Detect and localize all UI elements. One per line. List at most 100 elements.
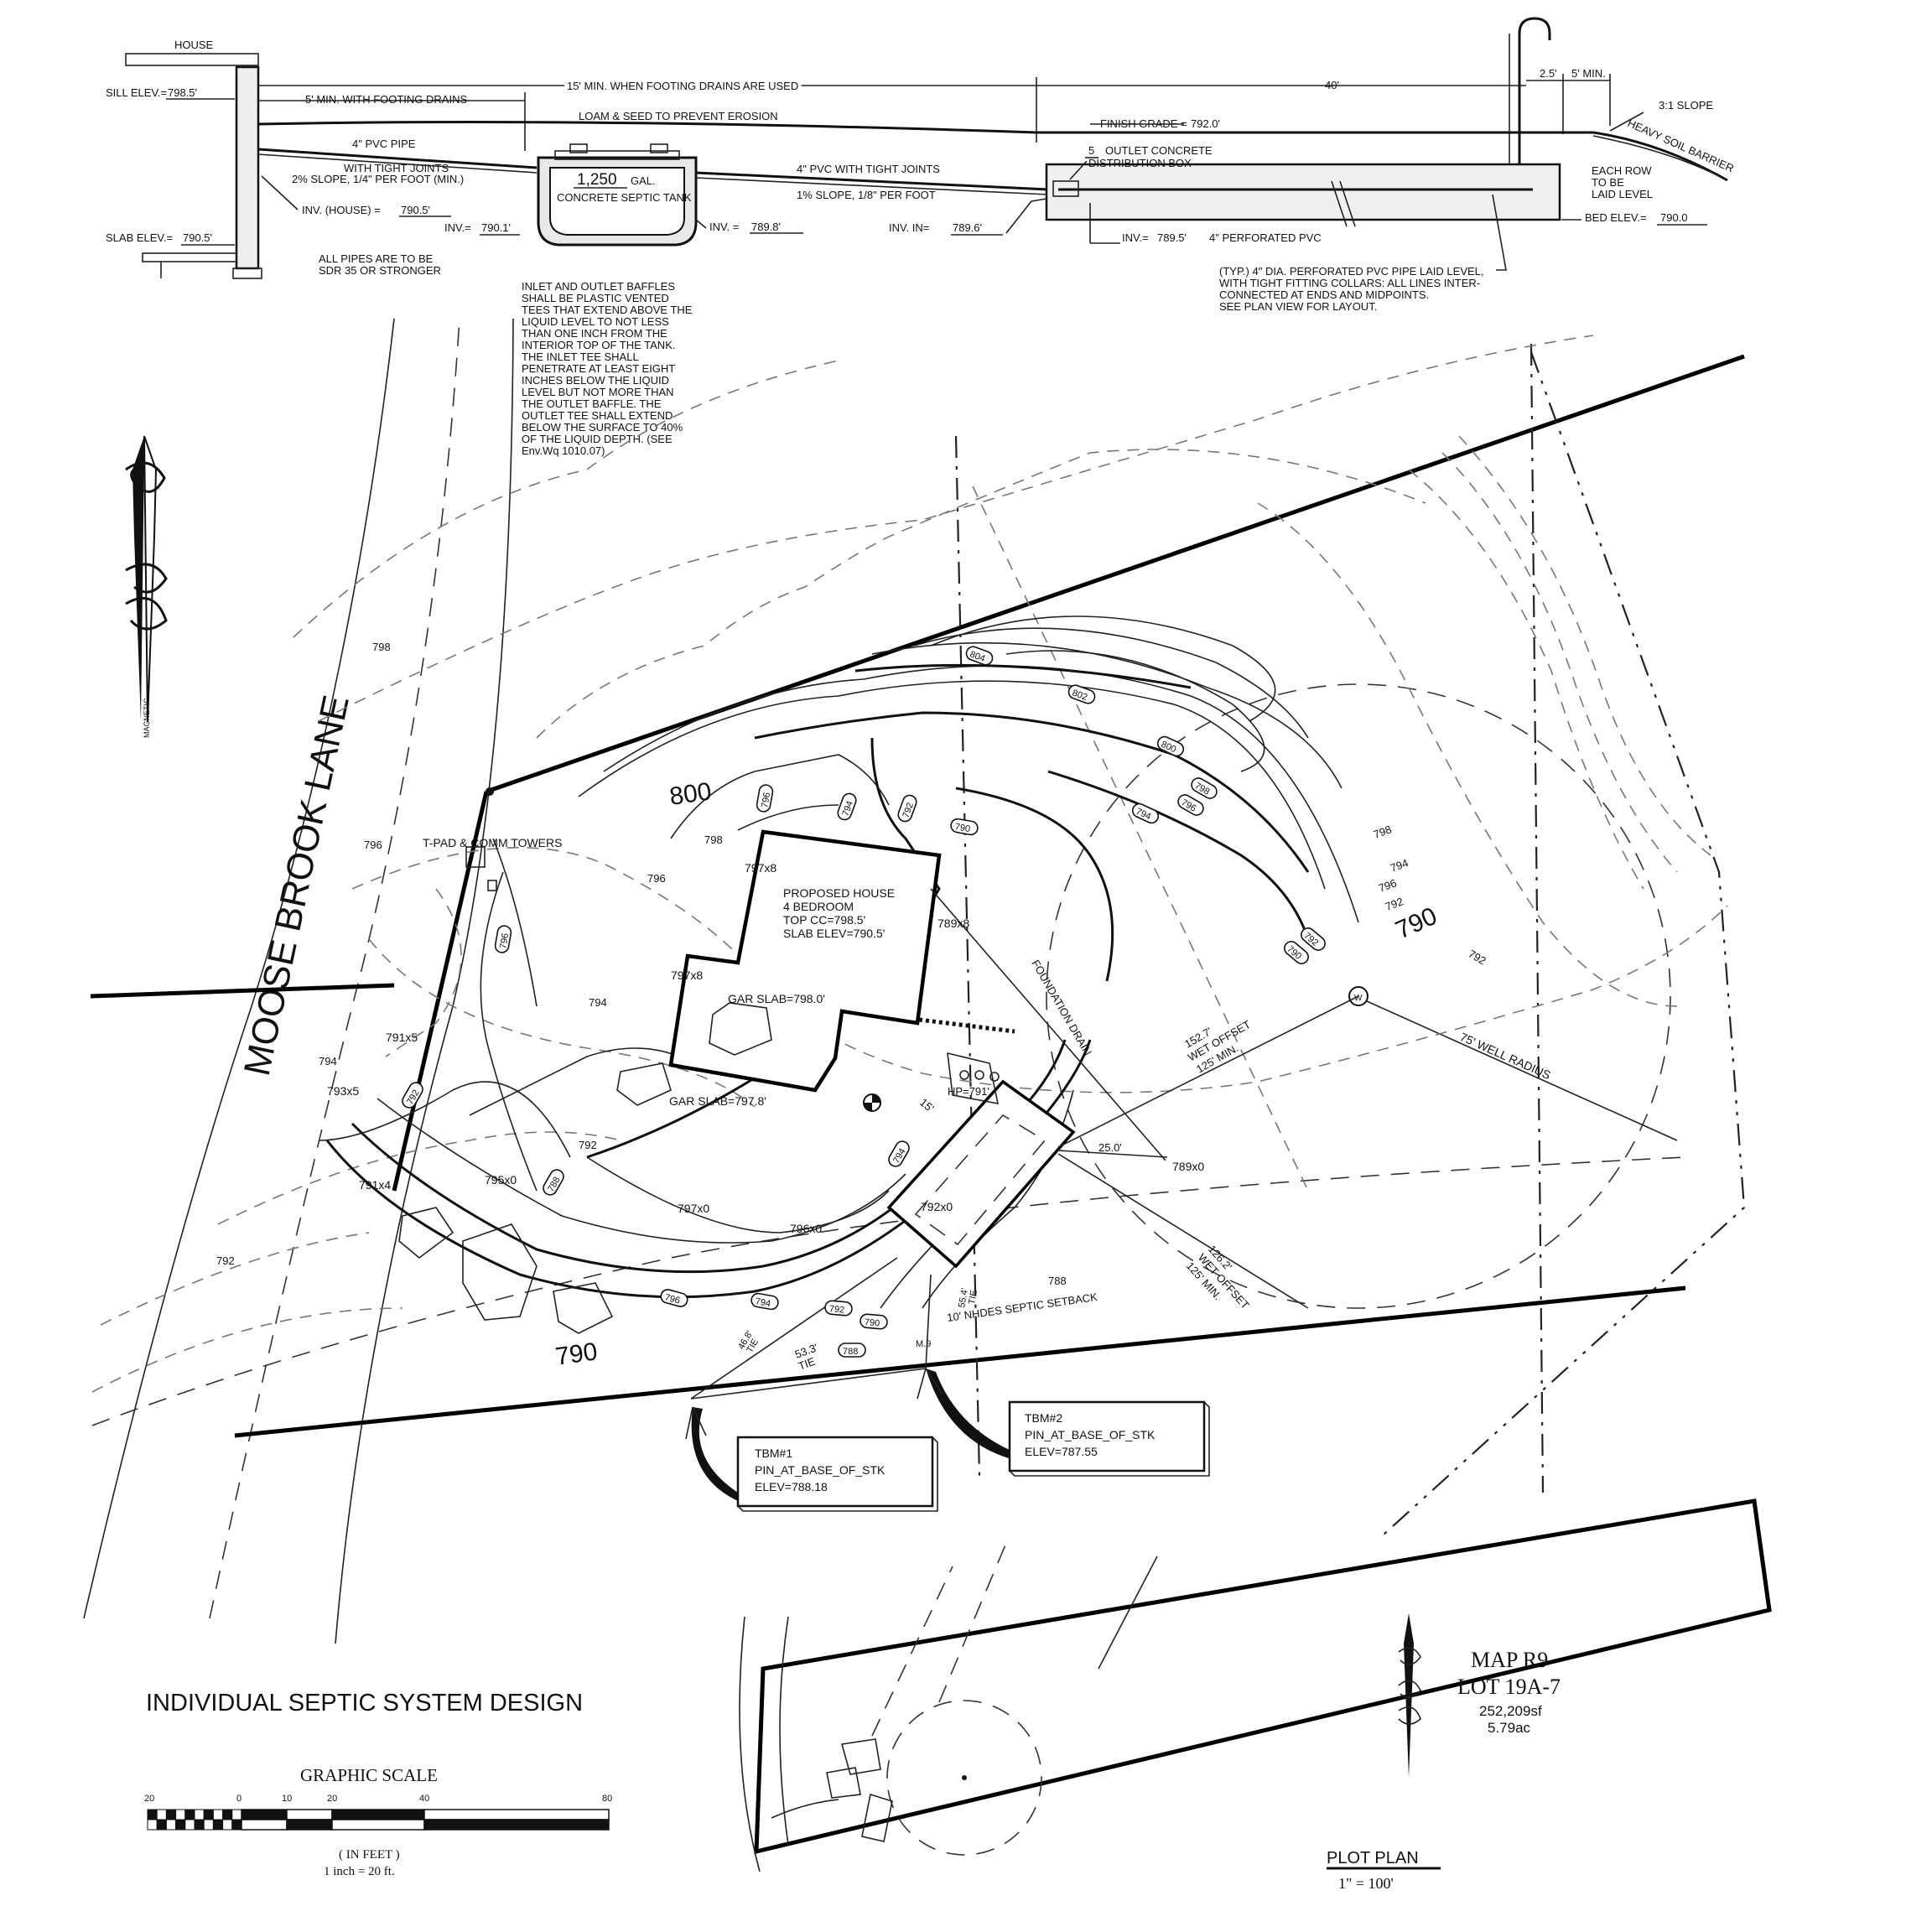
svg-text:TBM#2: TBM#2 bbox=[1025, 1411, 1062, 1425]
svg-text:798: 798 bbox=[1372, 823, 1394, 841]
svg-text:796: 796 bbox=[760, 792, 772, 808]
scale-segment bbox=[331, 1809, 425, 1820]
scale-segment bbox=[241, 1819, 288, 1831]
svg-text:1" = 100': 1" = 100' bbox=[1338, 1875, 1394, 1892]
plot-plan: MAP R9 LOT 19A-7 252,209sf 5.79ac PLOT P… bbox=[739, 1498, 1772, 1892]
svg-text:PLOT PLAN: PLOT PLAN bbox=[1327, 1849, 1419, 1867]
house-label: HOUSE bbox=[174, 39, 214, 51]
septic-bed bbox=[886, 1079, 1076, 1269]
svg-text:797x8: 797x8 bbox=[671, 969, 703, 982]
svg-text:PENETRATE AT LEAST EIGHT: PENETRATE AT LEAST EIGHT bbox=[522, 362, 675, 375]
boulder bbox=[553, 1282, 614, 1334]
boulder bbox=[462, 1223, 538, 1321]
svg-text:793x5: 793x5 bbox=[327, 1084, 359, 1098]
baffle-note: INLET AND OUTLET BAFFLES SHALL BE PLASTI… bbox=[522, 280, 693, 457]
svg-text:THAN ONE INCH FROM THE: THAN ONE INCH FROM THE bbox=[522, 327, 667, 340]
svg-text:DISTRIBUTION BOX: DISTRIBUTION BOX bbox=[1088, 157, 1192, 169]
svg-text:PROPOSED HOUSE: PROPOSED HOUSE bbox=[783, 886, 895, 900]
scale-cell bbox=[175, 1819, 186, 1831]
svg-text:GAL.: GAL. bbox=[631, 174, 656, 187]
svg-text:LIQUID LEVEL TO NOT LESS: LIQUID LEVEL TO NOT LESS bbox=[522, 315, 669, 328]
svg-text:789x8: 789x8 bbox=[937, 917, 969, 930]
svg-text:20: 20 bbox=[327, 1794, 337, 1804]
scale-segment bbox=[241, 1809, 288, 1820]
svg-text:TOP CC=798.5': TOP CC=798.5' bbox=[783, 913, 865, 927]
scale-cell bbox=[165, 1809, 177, 1820]
svg-text:796: 796 bbox=[647, 872, 666, 885]
svg-text:INLET AND OUTLET BAFFLES: INLET AND OUTLET BAFFLES bbox=[522, 280, 675, 293]
svg-text:796: 796 bbox=[498, 932, 511, 949]
svg-text:SHALL BE PLASTIC VENTED: SHALL BE PLASTIC VENTED bbox=[522, 292, 669, 304]
svg-text:794: 794 bbox=[840, 800, 855, 818]
tpad-box bbox=[465, 846, 486, 868]
svg-text:SLAB ELEV=790.5': SLAB ELEV=790.5' bbox=[783, 927, 885, 940]
svg-text:INV.=: INV.= bbox=[1122, 231, 1149, 244]
svg-text:792.0': 792.0' bbox=[1191, 117, 1220, 130]
scale-cell bbox=[203, 1819, 214, 1831]
svg-text:15' MIN. WHEN FOOTING DRAINS A: 15' MIN. WHEN FOOTING DRAINS ARE USED bbox=[567, 80, 798, 92]
road-centerline bbox=[209, 318, 460, 1619]
svg-text:LOAM & SEED TO PREVENT EROSION: LOAM & SEED TO PREVENT EROSION bbox=[579, 110, 778, 122]
svg-text:796x0: 796x0 bbox=[790, 1222, 822, 1235]
svg-text:798: 798 bbox=[704, 834, 723, 846]
scale-segment bbox=[286, 1809, 333, 1820]
road-name: MOOSE BROOK LANE bbox=[236, 692, 357, 1079]
scale-segment bbox=[331, 1819, 425, 1831]
svg-text:790: 790 bbox=[553, 1337, 599, 1371]
tbm1-box bbox=[736, 1436, 934, 1508]
well-radius-small bbox=[886, 1700, 1042, 1856]
svg-text:789.6': 789.6' bbox=[953, 221, 982, 234]
scale-segment bbox=[423, 1809, 610, 1820]
svg-text:WITH TIGHT FITTING COLLARS: AL: WITH TIGHT FITTING COLLARS: ALL LINES IN… bbox=[1219, 277, 1480, 289]
scale-segment bbox=[423, 1819, 610, 1831]
svg-text:794: 794 bbox=[755, 1296, 771, 1309]
svg-text:5' MIN.: 5' MIN. bbox=[1571, 67, 1606, 80]
svg-text:790: 790 bbox=[954, 822, 971, 834]
property-line-south bbox=[234, 1285, 1686, 1438]
slab bbox=[142, 252, 237, 262]
svg-text:WITH TIGHT JOINTS: WITH TIGHT JOINTS bbox=[344, 162, 449, 174]
svg-text:20: 20 bbox=[144, 1794, 154, 1804]
svg-text:0: 0 bbox=[236, 1794, 242, 1804]
svg-text:15' MIN. WHEN FOOTING DRAINS A: 15' MIN. WHEN FOOTING DRAINS ARE USED bbox=[567, 80, 798, 92]
svg-text:BELOW THE SURFACE TO 40%: BELOW THE SURFACE TO 40% bbox=[522, 421, 683, 434]
svg-text:W: W bbox=[1354, 994, 1363, 1003]
svg-text:5: 5 bbox=[1088, 144, 1094, 157]
svg-text:800: 800 bbox=[667, 777, 713, 811]
svg-text:BED ELEV.=: BED ELEV.= bbox=[1585, 211, 1647, 224]
svg-text:3:1 SLOPE: 3:1 SLOPE bbox=[1659, 99, 1713, 112]
svg-text:790: 790 bbox=[864, 1317, 880, 1329]
svg-text:792: 792 bbox=[901, 802, 916, 819]
svg-text:TO BE: TO BE bbox=[1592, 176, 1624, 189]
scale-cell bbox=[203, 1809, 214, 1820]
scale-cell bbox=[194, 1809, 205, 1820]
svg-text:OF THE LIQUID DEPTH. (SEE: OF THE LIQUID DEPTH. (SEE bbox=[522, 433, 673, 445]
svg-text:2% SLOPE, 1/4" PER FOOT (MIN.): 2% SLOPE, 1/4" PER FOOT (MIN.) bbox=[292, 173, 464, 185]
svg-text:5.79ac: 5.79ac bbox=[1488, 1720, 1531, 1736]
svg-text:798: 798 bbox=[372, 641, 391, 653]
svg-text:55.4': 55.4' bbox=[957, 1287, 970, 1308]
svg-text:OUTLET CONCRETE: OUTLET CONCRETE bbox=[1105, 144, 1213, 157]
svg-text:792x0: 792x0 bbox=[921, 1200, 953, 1213]
inlet-pipe bbox=[257, 148, 538, 169]
svg-text:790.5': 790.5' bbox=[401, 204, 430, 216]
svg-text:LOT 19A-7: LOT 19A-7 bbox=[1457, 1675, 1561, 1699]
scale-cell bbox=[184, 1819, 195, 1831]
finish-grade-line bbox=[257, 121, 1728, 182]
svg-text:2.5': 2.5' bbox=[1540, 67, 1557, 80]
tbm2-box bbox=[1008, 1400, 1206, 1472]
svg-text:MAGNETIC: MAGNETIC bbox=[143, 698, 151, 738]
svg-text:796: 796 bbox=[663, 1292, 681, 1306]
svg-text:ELEV=788.18: ELEV=788.18 bbox=[755, 1480, 828, 1493]
road-edge-west bbox=[83, 318, 395, 1619]
svg-text:796: 796 bbox=[364, 839, 382, 851]
lot-boundary bbox=[754, 1498, 1772, 1855]
graphic-scale: GRAPHIC SCALE 20 0 10 20 40 80 ( IN FEET… bbox=[144, 1765, 612, 1878]
scale-cell bbox=[156, 1809, 167, 1820]
tbm2-callout: TBM#2 PIN_AT_BASE_OF_STK ELEV=787.55 bbox=[917, 1368, 1210, 1477]
svg-text:LEVEL BUT NOT MORE THAN: LEVEL BUT NOT MORE THAN bbox=[522, 386, 674, 398]
svg-text:GAR SLAB=798.0': GAR SLAB=798.0' bbox=[728, 992, 825, 1005]
leach-bed bbox=[1045, 163, 1561, 221]
septic-setback-line bbox=[91, 1156, 1686, 1426]
